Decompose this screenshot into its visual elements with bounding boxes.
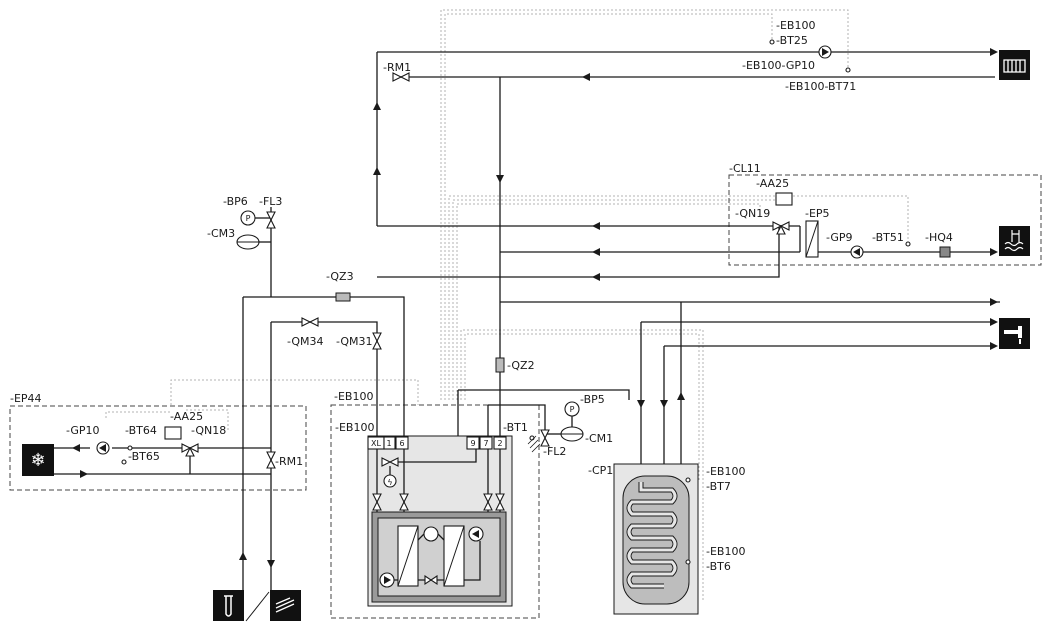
- cooling-icon: [22, 444, 54, 476]
- flow-arrows: [72, 48, 998, 568]
- fl2-safety-valve-icon: [540, 429, 550, 447]
- label-p-bp6: P: [246, 214, 251, 223]
- aa25-module-icon: [775, 192, 793, 206]
- inner-check-valves: [372, 493, 505, 511]
- hq4-filter-icon: [939, 246, 951, 258]
- label-eb100-top: -EB100: [776, 19, 815, 32]
- ep44-boundary: [9, 405, 307, 491]
- label-aa25-cl11: -AA25: [756, 177, 789, 190]
- rm1-check-valve-icon: [392, 72, 410, 82]
- cl11-boundary: [728, 174, 1042, 266]
- label-bt6: -BT6: [706, 560, 731, 573]
- label-qm31: -QM31: [336, 335, 373, 348]
- qn19-valve-icon: [772, 221, 790, 235]
- qm34-valve-icon: [301, 317, 319, 327]
- label-gp10: -GP10: [66, 424, 100, 437]
- label-bt51: -BT51: [872, 231, 904, 244]
- label-qn19: -QN19: [735, 207, 770, 220]
- connector-9-label: 9: [470, 439, 475, 448]
- label-qn18: -QN18: [191, 424, 226, 437]
- qz3-filter-icon: [335, 292, 351, 302]
- label-bt25: -BT25: [776, 34, 808, 47]
- rm1-left-valve-icon: [266, 451, 276, 469]
- ep44-aa25-module-icon: [164, 426, 182, 440]
- label-gp9: -GP9: [826, 231, 853, 244]
- label-eb100-bt71: -EB100-BT71: [785, 80, 856, 93]
- label-eb100-gp10: -EB100-GP10: [742, 59, 815, 72]
- svg-text:❄: ❄: [30, 450, 45, 471]
- label-cm1: -CM1: [585, 432, 613, 445]
- label-eb100-bt7: -EB100: [706, 465, 745, 478]
- label-p-bp5: P: [570, 405, 575, 414]
- eb100-boundary: [330, 404, 540, 619]
- label-bt65: -BT65: [128, 450, 160, 463]
- pool-icon: [999, 226, 1030, 256]
- qm31-valve-icon: [372, 332, 382, 350]
- label-ep5: -EP5: [805, 207, 830, 220]
- label-cp1: -CP1: [588, 464, 613, 477]
- connectors: [367, 436, 507, 450]
- svg-text:ϟ: ϟ: [387, 478, 392, 487]
- label-eb100-outer: -EB100: [334, 390, 373, 403]
- label-bt64: -BT64: [125, 424, 157, 437]
- label-rm1-left: -RM1: [275, 455, 303, 468]
- label-fl3: -FL3: [259, 195, 282, 208]
- qz2-filter-icon: [495, 357, 505, 373]
- expansion-valve-icon: [424, 574, 438, 586]
- signal-cables: [105, 9, 909, 600]
- label-eb100-bt6: -EB100: [706, 545, 745, 558]
- pipes: [54, 51, 1000, 590]
- connector-xl-label: XL: [371, 439, 381, 448]
- qn18-valve-icon: [181, 443, 199, 457]
- label-qz2: -QZ2: [507, 359, 535, 372]
- compressor-icon: [423, 526, 439, 542]
- label-bt1: -BT1: [503, 421, 528, 434]
- connector-6-label: 6: [399, 439, 404, 448]
- labels: -EB100 -BT25 -EB100-GP10 -EB100-BT71 -RM…: [10, 19, 953, 573]
- label-bt7: -BT7: [706, 480, 731, 493]
- bt1-sensor-icon: [529, 435, 535, 441]
- label-bp6: -BP6: [223, 195, 248, 208]
- label-aa25-ep44: -AA25: [170, 410, 203, 423]
- label-ep44: -EP44: [10, 392, 42, 405]
- label-eb100-inner: -EB100: [335, 421, 374, 434]
- connector-7-label: 7: [483, 439, 488, 448]
- label-bp5: -BP5: [580, 393, 605, 406]
- label-rm1-top: -RM1: [383, 61, 411, 74]
- label-hq4: -HQ4: [925, 231, 953, 244]
- label-fl2: -FL2: [543, 445, 566, 458]
- label-qz3: -QZ3: [326, 270, 354, 283]
- ground-coil-icon: [270, 590, 301, 621]
- label-qm34: -QM34: [287, 335, 324, 348]
- connector-1-label: 1: [386, 439, 391, 448]
- label-cm3: -CM3: [207, 227, 235, 240]
- connector-2-label: 2: [497, 439, 502, 448]
- label-cl11: -CL11: [729, 162, 761, 175]
- fl3-safety-valve-icon: [266, 211, 276, 229]
